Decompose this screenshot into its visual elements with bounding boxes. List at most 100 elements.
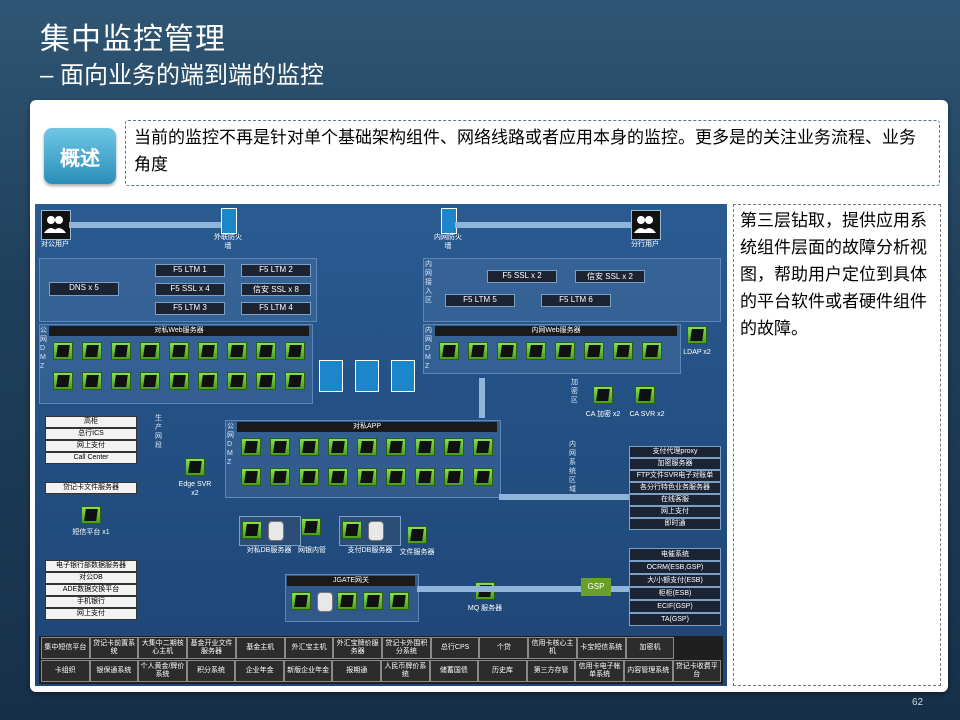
- page-subtitle: – 面向业务的端到端的监控: [40, 62, 325, 89]
- system-cell: 银保通系统: [89, 660, 139, 682]
- public-dmz-label: 公网DMZ: [40, 327, 47, 370]
- list-item: ADE数据交换平台: [45, 584, 137, 596]
- switch-icon: [355, 360, 379, 392]
- system-cell: 第三方存管: [526, 660, 576, 682]
- system-cell: 大集中二期核心主机: [138, 637, 188, 659]
- branch-user-label: 分行用户: [631, 241, 659, 248]
- system-cell: 企业年金: [235, 660, 284, 682]
- list-item: 网上支付: [45, 440, 137, 452]
- encryption-zone-label: 加密区: [571, 379, 578, 404]
- system-cell: 基金主机: [235, 637, 285, 659]
- list-item: Call Center: [45, 452, 137, 464]
- f5-ltm-6: F5 LTM 6: [541, 294, 611, 307]
- corp-user-label: 对公用户: [41, 241, 69, 248]
- left-system-list-2: 电子银行部数据服务器 对公DB ADE数据交换平台 手机银行 网上支付: [45, 560, 137, 620]
- system-cell: 外汇宝牌价服务器: [333, 637, 383, 659]
- list-item: 对公DB: [45, 572, 137, 584]
- f5-ssl-x2: F5 SSL x 2: [487, 270, 557, 283]
- list-item: ECIF(GSP): [629, 600, 721, 613]
- f5-ltm-5: F5 LTM 5: [445, 294, 515, 307]
- bottom-row-2: 卡组织 银保通系统 个人黄金/牌价系统 积分系统 企业年金 新版企业年金 报期通…: [41, 660, 722, 682]
- right-system-list: 支付代理proxy 加密服务器 FTP文件SVR电子对账单 各分行特色业务服务器…: [629, 446, 721, 530]
- connector: [611, 586, 629, 592]
- xinan-ssl-x8: 信安 SSL x 8: [241, 283, 311, 296]
- dns-box: DNS x 5: [49, 282, 119, 296]
- firewall-icon: [441, 208, 457, 234]
- overview-button[interactable]: 概述: [44, 128, 116, 184]
- list-item: 即时通: [629, 518, 721, 530]
- list-item: 支付代理proxy: [629, 446, 721, 458]
- list-item: 电催系统: [629, 548, 721, 561]
- f5-ltm-1: F5 LTM 1: [155, 264, 225, 277]
- system-cell: 贷记卡收费平台: [672, 660, 722, 682]
- web-server-grid: [53, 340, 309, 400]
- connector: [69, 222, 221, 228]
- system-cell: 人民币牌价系统: [381, 660, 430, 682]
- system-cell: 历史库: [478, 660, 527, 682]
- list-item: 网上支付: [45, 608, 137, 620]
- switch-icon: [319, 360, 343, 392]
- app-server-grid: [241, 436, 497, 494]
- list-item: 高柜: [45, 416, 137, 428]
- f5-ltm-4: F5 LTM 4: [241, 302, 311, 315]
- system-cell: 基金开业文件服务器: [187, 637, 236, 659]
- file-server-label: 文件服务器: [399, 549, 435, 556]
- system-cell: 新版企业年金: [283, 660, 333, 682]
- ca-svr-label: CA SVR x2: [629, 411, 665, 418]
- intranet-system-label: 内网系统区域: [569, 441, 576, 493]
- int-firewall-label: 内网防火墙: [434, 234, 462, 250]
- db-server-group: [239, 516, 301, 546]
- system-cell: 集中短信平台: [41, 637, 90, 659]
- production-label: 生产网段: [155, 415, 162, 449]
- connector: [479, 378, 485, 418]
- page-title: 集中监控管理: [40, 23, 226, 56]
- sms-platform-label: 短信平台 x1: [72, 529, 110, 536]
- list-item: 网上支付: [629, 506, 721, 518]
- corp-app-header: 对私APP: [237, 422, 497, 432]
- list-item: FTP文件SVR电子对账单: [629, 470, 721, 482]
- jgate-header: JGATE网关: [287, 576, 415, 586]
- gsp-box: GSP: [581, 578, 611, 596]
- file-server: [407, 526, 427, 544]
- list-item: 总行ICS: [45, 428, 137, 440]
- intranet-web-header: 内网Web服务器: [435, 326, 677, 336]
- ldap-label: LDAP x2: [683, 349, 711, 356]
- intranet-access-zone: [423, 258, 721, 322]
- intranet-dmz-label: 内网DMZ: [425, 327, 432, 370]
- list-item: 柜柜(ESB): [629, 587, 721, 600]
- system-cell: 积分系统: [186, 660, 236, 682]
- db-3-label: 支付DB服务器: [347, 547, 393, 554]
- ca-encrypt-label: CA 加密 x2: [585, 411, 621, 418]
- list-item: OCRM(ESB,GSP): [629, 561, 721, 574]
- list-item: 加密服务器: [629, 458, 721, 470]
- system-cell: 个贷: [479, 637, 529, 659]
- system-cell: 信用卡核心主机: [528, 637, 577, 659]
- side-note: 第三层钻取，提供应用系统组件层面的故障分析视图，帮助用户定位到具体的平台软件或者…: [733, 204, 941, 686]
- left-system-list: 高柜 总行ICS 网上支付 Call Center: [45, 416, 137, 464]
- overview-text: 当前的监控不再是针对单个基础架构组件、网络线路或者应用本身的监控。更多是的关注业…: [125, 120, 940, 186]
- mq-label: MQ 服务器: [467, 605, 503, 612]
- corp-web-header: 对私Web服务器: [49, 326, 309, 336]
- sms-server: [81, 506, 101, 524]
- firewall-icon: [221, 208, 237, 234]
- card-file-server: 贷记卡文件服务器: [45, 482, 137, 494]
- system-cell: 内容管理系统: [623, 660, 673, 682]
- public-dmz-zone: [39, 324, 313, 404]
- system-cell: 外汇宝主机: [284, 637, 334, 659]
- f5-ltm-2: F5 LTM 2: [241, 264, 311, 277]
- edge-label: Edge SVR x2: [178, 481, 212, 497]
- web-server-grid: [439, 340, 679, 366]
- f5-ssl-x4: F5 SSL x 4: [155, 283, 225, 296]
- system-cell: 卡宝短信系统: [576, 637, 626, 659]
- right-system-list-2: 电催系统 OCRM(ESB,GSP) 大/小额支付(ESB) 柜柜(ESB) E…: [629, 548, 721, 626]
- switch-icon: [391, 360, 415, 392]
- jgate-server-grid: [291, 590, 415, 616]
- bottom-row-1: 集中短信平台 贷记卡前置系统 大集中二期核心主机 基金开业文件服务器 基金主机 …: [41, 637, 721, 659]
- ldap-server: [687, 326, 707, 344]
- edge-server: [185, 458, 205, 476]
- db-2-label: 网银内管: [298, 547, 326, 554]
- app-dmz-label: 公网DMZ: [227, 423, 234, 466]
- system-cell: 贷记卡外围积分系统: [382, 637, 431, 659]
- ext-firewall-label: 外联防火墙: [214, 234, 242, 250]
- connector: [455, 222, 631, 228]
